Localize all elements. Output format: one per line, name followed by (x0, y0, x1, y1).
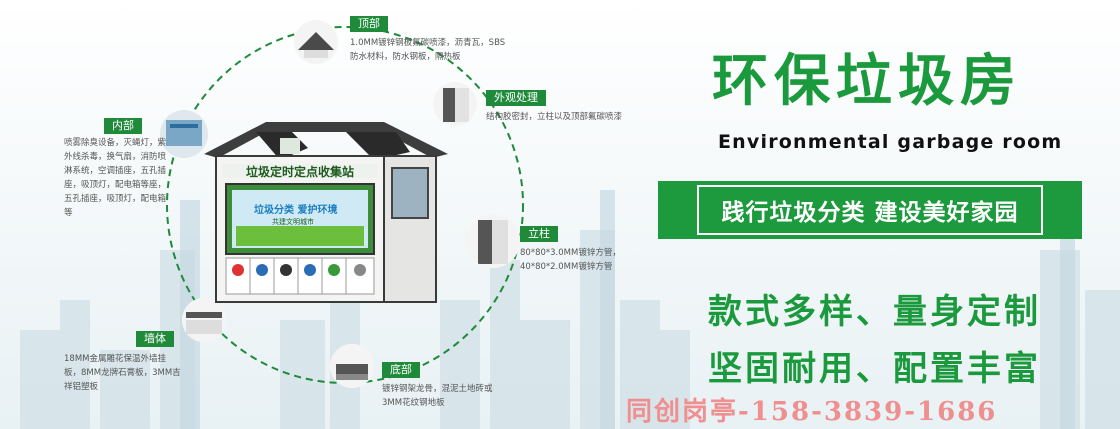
garbage-room-illustration (204, 122, 448, 303)
wall-detail-thumbnail (182, 298, 226, 342)
kiosk-sign: 垃圾定时定点收集站 (246, 165, 355, 179)
feature-line-2: 坚固耐用、配置丰富 (708, 349, 1041, 389)
exterior-detail-thumbnail (433, 82, 477, 126)
callout-label-bottom: 底部 (382, 362, 420, 378)
callout-desc-top: 1.0MM镀锌钢板氟碳喷漆，沥青瓦，SBS 防水材料，防水钢板，隔热板 (350, 38, 506, 62)
callout-desc-bottom: 镀锌钢架龙骨，混泥土地砖或 3MM花纹钢地板 (382, 384, 493, 408)
slogan-banner: 践行垃圾分类 建设美好家园 (658, 181, 1082, 239)
roof-detail-thumbnail (294, 20, 338, 64)
english-subtitle: Environmental garbage room (718, 131, 1063, 153)
contact-watermark: 同创岗亭-158-3839-1686 (626, 397, 998, 427)
column-detail-thumbnail (466, 214, 520, 268)
feature-line-1: 款式多样、量身定制 (708, 292, 1041, 332)
kiosk-screen-title: 垃圾分类 爱护环境 (254, 205, 338, 216)
callout-desc-exterior: 结构胶密封，立柱以及顶部氟碳喷漆 (486, 112, 623, 122)
callout-desc-column: 80*80*3.0MM镀锌方管， 40*80*2.0MM镀锌方管 (520, 248, 621, 272)
callout-label-column: 立柱 (520, 226, 558, 242)
main-title: 环保垃圾房 (712, 49, 1022, 114)
callout-label-top: 顶部 (350, 16, 388, 32)
bottom-detail-thumbnail (330, 344, 374, 388)
callout-label-exterior: 外观处理 (486, 90, 546, 106)
callout-desc-wall: 18MM金属雕花保温外墙挂 板，8MM龙牌石膏板，3MM吉 祥铝塑板 (64, 354, 181, 392)
interior-detail-thumbnail (160, 110, 208, 158)
slogan-text: 践行垃圾分类 建设美好家园 (697, 185, 1043, 235)
callout-label-interior: 内部 (104, 118, 142, 134)
callout-label-wall: 墙体 (136, 331, 174, 347)
callout-desc-interior: 喷雾除臭设备，灭蝇灯，紫 外线杀毒，换气扇，消防喷 淋系统，空调插座，五孔插 座… (64, 138, 167, 218)
kiosk-screen-subtitle: 共建文明城市 (272, 218, 314, 226)
